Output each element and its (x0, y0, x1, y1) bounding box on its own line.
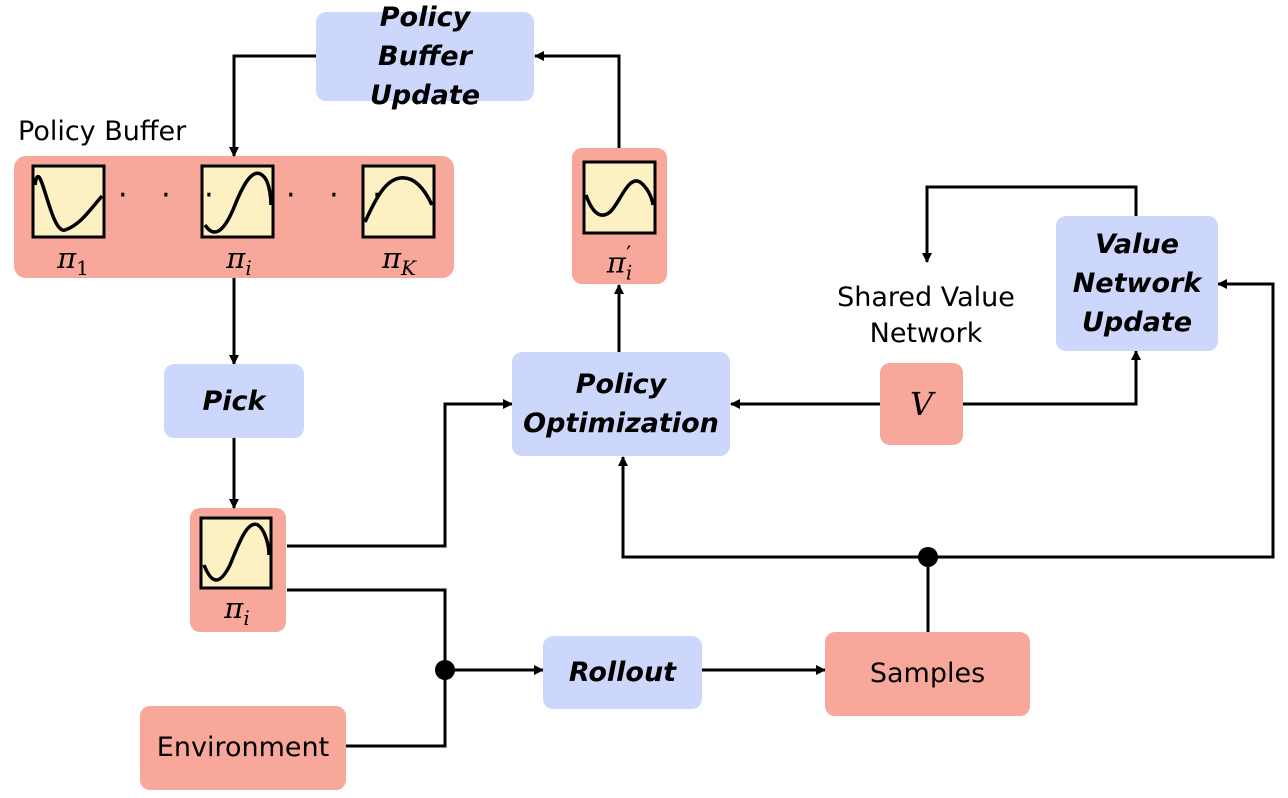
policy-i-frame (200, 164, 275, 239)
shared-value-network-label: Shared Value Network (837, 282, 1015, 349)
environment-box: Environment (140, 706, 346, 790)
policy-buffer-label: Policy Buffer (18, 116, 187, 147)
samples-junction-dot (918, 547, 938, 567)
pick-label: Pick (202, 385, 266, 417)
policy-1-frame (31, 164, 106, 239)
policy-optimization-box: Policy Optimization (512, 352, 730, 456)
edge-policy-to-junction (287, 588, 447, 670)
samples-label: Samples (869, 658, 986, 689)
samples-box: Samples (825, 632, 1030, 716)
policy-K-frame (361, 164, 436, 239)
edge-newpolicy-to-update (534, 51, 621, 148)
value-network-update-label: Value Network Update (1072, 229, 1202, 338)
policy-buffer-update-box: Policy Buffer Update (316, 2, 534, 111)
edge-update-to-buffer (229, 54, 316, 157)
environment-label: Environment (156, 732, 330, 763)
picked-policy-frame (199, 516, 273, 590)
rollout-junction-dot (435, 660, 455, 680)
edge-value-to-value-update (963, 350, 1141, 406)
pi-i-prime-label: πi′ (606, 243, 633, 285)
policy-buffer-update-label: Policy Buffer Update (369, 2, 481, 111)
policy-i-prime-frame (582, 160, 657, 235)
policy-optimization-label: Policy Optimization (523, 369, 719, 439)
value-network-update-box: Value Network Update (1056, 216, 1218, 351)
edge-value-update-to-shared (922, 185, 1138, 263)
rollout-label: Rollout (568, 657, 677, 688)
edge-samples-to-optimization (618, 456, 928, 559)
pi-K-label: πK (381, 241, 416, 280)
picked-pi-i-label: πi (224, 591, 250, 630)
pi-1-label: π1 (57, 241, 89, 280)
value-function-box: V (880, 363, 963, 445)
edge-samples-to-value-update (928, 279, 1275, 559)
edge-policy-to-optimization (287, 399, 513, 548)
pi-i-label: πi (226, 241, 252, 280)
buffer-ellipsis-right: · · · (286, 178, 394, 213)
pick-box: Pick (164, 364, 304, 438)
buffer-ellipsis-left: · · · (118, 178, 226, 213)
value-symbol: V (909, 385, 934, 423)
edge-environment-to-junction (346, 670, 447, 748)
rollout-box: Rollout (543, 636, 702, 709)
